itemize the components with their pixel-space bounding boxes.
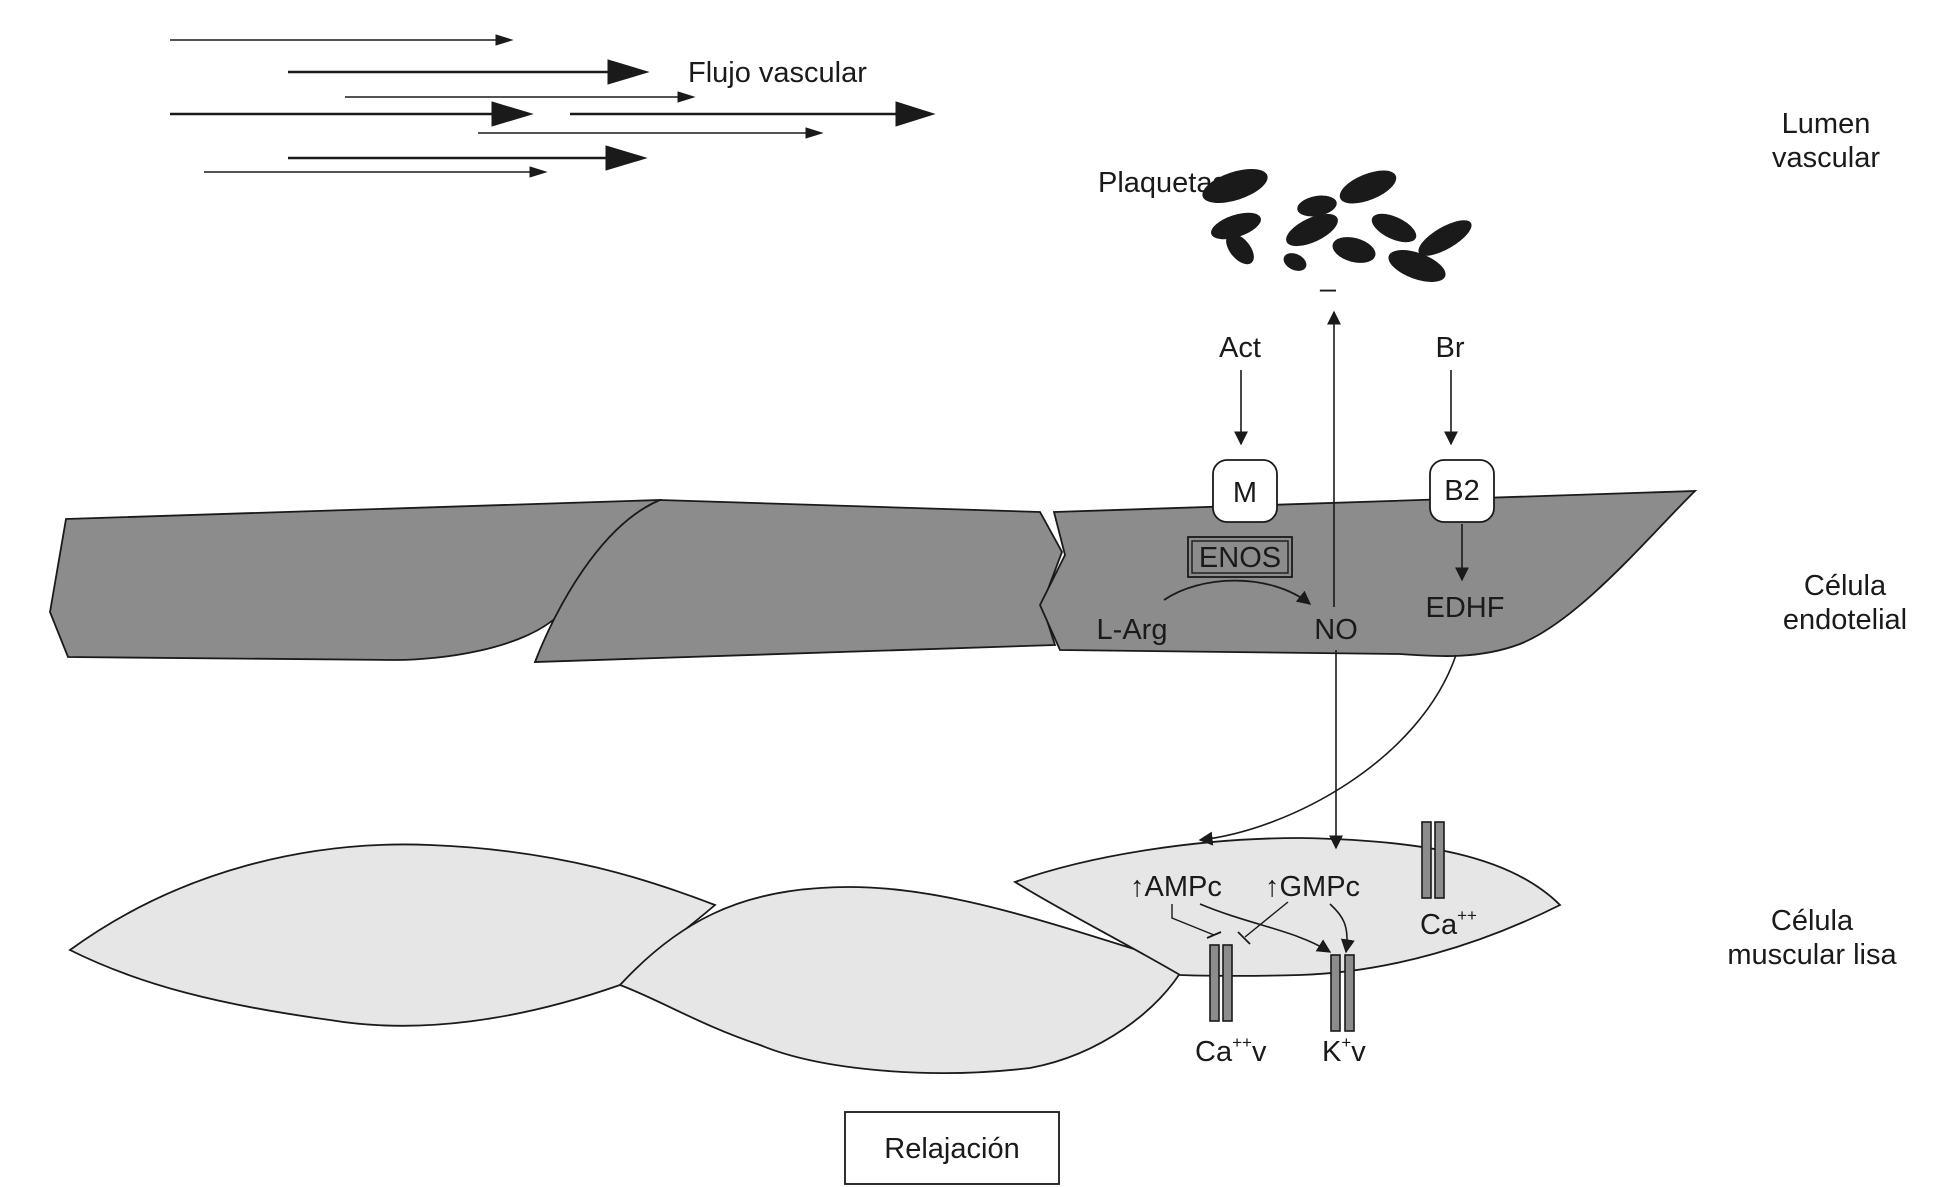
- flow-arrowhead: [677, 91, 696, 103]
- l-arg-to-no-arrow: [1163, 579, 1312, 605]
- ampc-inhibit-bar: [1206, 931, 1222, 939]
- smooth-muscle-cell-left: [68, 843, 717, 1027]
- cgmpc-label: ↑GMPc: [1265, 871, 1360, 903]
- gmpc-inhibit-line: [1244, 901, 1289, 938]
- b2-receptor: [1429, 459, 1495, 523]
- kv-channel: [1330, 954, 1355, 1032]
- flow-arrowhead: [895, 101, 936, 127]
- flow-arrowhead: [495, 34, 514, 46]
- flow-arrowhead: [491, 101, 534, 127]
- lumen-label-line2: vascular: [1772, 142, 1880, 174]
- platelet: [1211, 212, 1261, 240]
- ampc-inhibit-line: [1171, 904, 1215, 936]
- br-label: Br: [1436, 332, 1465, 364]
- platelet: [1371, 213, 1417, 243]
- ca-channel-label: Ca++: [1420, 906, 1477, 941]
- endothelial-label-line2: endotelial: [1783, 604, 1907, 636]
- cav-label: Ca++v: [1195, 1033, 1267, 1068]
- endothelial-cell-right: [1039, 490, 1698, 657]
- platelet: [1202, 169, 1268, 203]
- enos-label: ENOS: [1199, 542, 1281, 574]
- endothelial-cell-middle: [533, 499, 1063, 663]
- edhf-to-ampc-arrow: [1198, 654, 1457, 846]
- campc-label: ↑AMPc: [1130, 871, 1222, 903]
- enos-box-inner: [1191, 540, 1289, 574]
- flow-arrowhead: [607, 59, 650, 85]
- platelet: [1297, 195, 1337, 217]
- platelet: [1283, 253, 1307, 271]
- gmpc-inhibit-bar: [1237, 931, 1251, 945]
- platelet: [1339, 170, 1397, 204]
- l-arg-label: L-Arg: [1097, 614, 1168, 646]
- flow-label: Flujo vascular: [688, 57, 867, 89]
- ampc-to-kv-arrow: [1199, 903, 1332, 953]
- m-receptor: [1212, 459, 1278, 523]
- enos-box: [1187, 536, 1293, 578]
- kv-label: K+v: [1322, 1033, 1366, 1068]
- platelet: [1332, 237, 1376, 263]
- flow-arrowhead: [805, 127, 824, 139]
- smooth-muscle-cell-middle: [618, 886, 1187, 1074]
- m-receptor-label: M: [1233, 477, 1257, 509]
- relaxation-label: Relajación: [884, 1133, 1019, 1165]
- act-label: Act: [1219, 332, 1261, 364]
- platelet: [1388, 250, 1446, 282]
- flow-arrowhead: [529, 166, 548, 178]
- ca-channel-membrane: [1421, 821, 1445, 899]
- smooth-muscle-label-line2: muscular lisa: [1727, 939, 1897, 971]
- flow-arrowhead: [605, 145, 648, 171]
- cav-channel: [1209, 944, 1233, 1022]
- smooth-muscle-label-line1: Célula: [1771, 905, 1854, 937]
- endothelial-layer: [49, 490, 1698, 663]
- edhf-label: EDHF: [1426, 592, 1505, 624]
- b2-receptor-label: B2: [1444, 475, 1479, 507]
- gmpc-to-kv-arrow: [1329, 903, 1355, 954]
- lumen-label-line1: Lumen: [1782, 108, 1871, 140]
- platelet: [1418, 220, 1472, 256]
- relaxation-box: [844, 1111, 1060, 1185]
- endothelial-label-line1: Célula: [1804, 570, 1887, 602]
- platelet: [1226, 233, 1254, 265]
- inhibition-sign: –: [1320, 273, 1337, 305]
- platelet: [1286, 213, 1338, 247]
- platelets: [1202, 169, 1472, 282]
- no-label: NO: [1314, 614, 1358, 646]
- flow-arrows: [170, 34, 936, 178]
